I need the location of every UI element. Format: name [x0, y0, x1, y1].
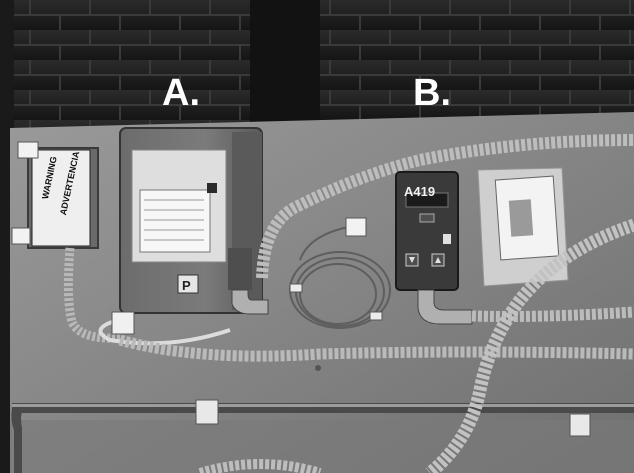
controller-b-screen [405, 192, 449, 208]
device-a-logo-glyph: P [182, 278, 191, 293]
controller-model-label: A419 [404, 184, 436, 199]
conduit-top [256, 134, 634, 279]
controller-b-logo-mark [443, 234, 451, 244]
warning-sticker [31, 149, 91, 247]
controller-b-menu-button [419, 213, 435, 223]
duct-panel [10, 112, 634, 473]
clip-mid-left [11, 227, 31, 245]
label-b: B. [413, 72, 451, 114]
booklet-image [508, 199, 534, 237]
up-arrow-icon [435, 257, 441, 263]
down-arrow-icon [409, 257, 415, 263]
conduit-right [425, 218, 634, 473]
device-a-sheet [139, 189, 211, 253]
coil-tie-2 [369, 311, 383, 321]
conduit-from-b [471, 306, 634, 322]
coil-tie [289, 283, 303, 293]
label-a: A. [162, 72, 200, 114]
panel-screw [315, 365, 321, 371]
device-a-sheet-lines [144, 199, 204, 241]
device-a-tab [207, 183, 217, 193]
device-a-logo-badge [177, 274, 199, 294]
wall-beam [250, 0, 320, 125]
capillary-clip [345, 217, 367, 237]
bottom-pipe-highlight [12, 404, 634, 407]
panel-lower [10, 420, 634, 473]
conduit-middle [118, 334, 634, 362]
device-a-base [228, 248, 252, 290]
clip-top-left [17, 141, 39, 159]
controller-b-elbow [417, 289, 473, 325]
pipe-clip-1 [195, 399, 219, 425]
tube-clip-a [111, 311, 135, 335]
conduit-bottom-curve [198, 459, 322, 473]
device-a-elbow [231, 289, 269, 315]
conduit-left [63, 247, 121, 343]
pipe-clip-2 [569, 413, 591, 437]
bottom-pipe [12, 403, 634, 413]
bottom-pipe-elbow [11, 408, 22, 473]
